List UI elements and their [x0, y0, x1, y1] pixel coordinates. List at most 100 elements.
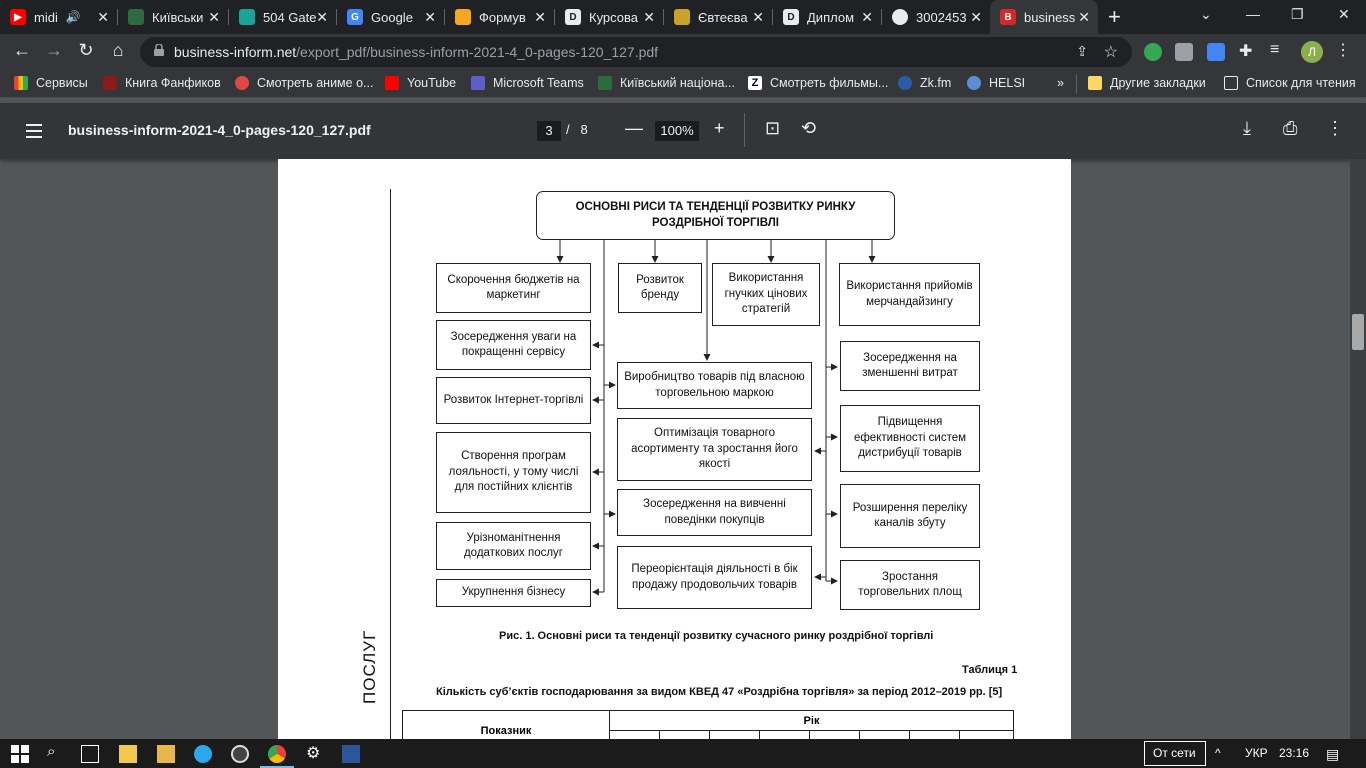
adblock-extension-icon[interactable]: [1144, 43, 1162, 61]
tab-8[interactable]: 3002453 ✕: [882, 0, 990, 34]
windows-start-icon[interactable]: [11, 745, 29, 763]
tab-label: midi: [34, 9, 58, 25]
download-icon[interactable]: ⤓: [1243, 118, 1251, 138]
google-translate-icon: G: [347, 9, 363, 25]
tab-label: Київськи: [152, 9, 204, 25]
share-icon[interactable]: ⇪: [1076, 43, 1088, 59]
tab-3[interactable]: G Google ✕: [337, 0, 444, 34]
back-button[interactable]: ←: [13, 40, 31, 60]
chrome-icon[interactable]: [268, 745, 286, 763]
scrollbar-thumb[interactable]: [1352, 314, 1364, 350]
tab-search-icon[interactable]: ⌄: [1200, 6, 1212, 22]
tab-2[interactable]: 504 Gate ✕: [229, 0, 336, 34]
pdf-icon: B: [1000, 9, 1016, 25]
tab-5[interactable]: D Курсова ✕: [555, 0, 663, 34]
search-icon[interactable]: ⌕: [47, 743, 56, 760]
close-icon[interactable]: ✕: [534, 9, 546, 25]
tab-1[interactable]: Київськи ✕: [118, 0, 228, 34]
file-explorer-icon[interactable]: [157, 745, 175, 763]
task-view-icon[interactable]: [81, 745, 99, 763]
settings-gear-icon[interactable]: ⚙: [306, 745, 321, 762]
youtube-icon: [385, 76, 399, 90]
bookmark-fanfics[interactable]: Книга Фанфиков: [103, 76, 221, 90]
tab-6[interactable]: Євтеєва ✕: [664, 0, 772, 34]
extension-icon[interactable]: [1175, 43, 1193, 61]
new-tab-button[interactable]: +: [1108, 4, 1121, 29]
bookmarks-overflow-button[interactable]: »: [1057, 76, 1064, 90]
close-icon[interactable]: ✕: [752, 9, 764, 25]
tab-7[interactable]: D Диплом ✕: [773, 0, 881, 34]
minimize-button[interactable]: —: [1246, 6, 1260, 22]
table-header-year: Рік: [609, 710, 1014, 731]
puzzle-extensions-icon[interactable]: ✚: [1239, 43, 1253, 60]
page-separator: /: [566, 122, 570, 137]
zoom-input[interactable]: 100%: [655, 121, 699, 141]
pdf-toolbar: business-inform-2021-4_0-pages-120_127.p…: [0, 103, 1366, 159]
notifications-icon[interactable]: ▤: [1326, 746, 1340, 762]
more-options-icon[interactable]: ⋮: [1326, 118, 1344, 138]
bookmark-teams[interactable]: Microsoft Teams: [471, 76, 584, 90]
forward-button[interactable]: →: [45, 40, 63, 60]
more-menu-icon[interactable]: ⋮: [1335, 42, 1351, 59]
menu-icon[interactable]: [26, 124, 42, 138]
language-indicator[interactable]: УКР: [1245, 746, 1268, 760]
profile-avatar[interactable]: Л: [1301, 41, 1323, 63]
close-icon[interactable]: ✕: [970, 9, 982, 25]
close-icon[interactable]: ✕: [316, 9, 328, 25]
page-number-input[interactable]: 3: [537, 121, 561, 141]
home-button[interactable]: ⌂: [112, 40, 124, 60]
obs-icon[interactable]: [231, 745, 249, 763]
tab-0[interactable]: ▶ midi 🔊 ✕: [0, 0, 117, 34]
diagram-node: Розвиток бренду: [618, 263, 702, 313]
tab-strip: ▶ midi 🔊 ✕ Київськи ✕ 504 Gate ✕ G Googl…: [0, 0, 1366, 34]
word-icon[interactable]: [342, 745, 360, 763]
zoom-in-button[interactable]: +: [714, 118, 725, 138]
rotate-icon[interactable]: ⟲: [801, 118, 817, 138]
close-icon[interactable]: ✕: [424, 9, 436, 25]
clock[interactable]: 23:16: [1279, 746, 1310, 760]
speaker-icon[interactable]: 🔊: [65, 10, 81, 24]
reading-list-button[interactable]: Список для чтения: [1224, 76, 1356, 90]
bookmark-youtube[interactable]: YouTube: [385, 76, 456, 90]
zoom-out-button[interactable]: —: [625, 118, 643, 138]
address-bar[interactable]: business-inform.net/export_pdf/business-…: [140, 37, 1132, 67]
bookmark-anime[interactable]: Смотреть аниме о...: [235, 76, 373, 90]
close-icon[interactable]: ✕: [208, 9, 220, 25]
diagram-node: Підвищення ефективності систем дистрибуц…: [840, 405, 980, 472]
close-icon[interactable]: ✕: [1078, 9, 1090, 25]
diagram-node: Використання гнучких цінових стратегій: [712, 263, 820, 326]
shield-icon: [674, 9, 690, 25]
diagram-node: Оптимізація товарного асортименту та зро…: [617, 418, 812, 481]
windows-taskbar: ⌕ ⚙ От сети ^ УКР 23:16 ▤: [0, 739, 1366, 768]
close-window-button[interactable]: ✕: [1338, 6, 1350, 22]
maximize-button[interactable]: ❐: [1291, 6, 1304, 22]
bookmark-helsi[interactable]: HELSI: [967, 76, 1025, 90]
close-icon[interactable]: ✕: [97, 9, 109, 25]
anime-icon: [235, 76, 249, 90]
translate-extension-icon[interactable]: [1207, 43, 1225, 61]
table-header-indicator: Показник: [402, 710, 610, 739]
bookmark-services[interactable]: Сервисы: [14, 76, 88, 90]
page-scrollbar[interactable]: [1350, 159, 1366, 739]
diagram-node: Переорієнтація діяльності в бік продажу …: [617, 546, 812, 609]
other-bookmarks-folder[interactable]: Другие закладки: [1088, 76, 1206, 90]
fit-page-icon[interactable]: ⊡: [765, 118, 781, 138]
chevron-up-icon[interactable]: ^: [1215, 746, 1221, 760]
bookmark-zkfm[interactable]: Zk.fm: [898, 76, 951, 90]
reading-mode-icon[interactable]: ≡: [1270, 41, 1280, 58]
print-icon[interactable]: ⎙: [1283, 118, 1298, 138]
bookmark-kyiv-university[interactable]: Київський націона...: [598, 76, 735, 90]
tab-9-active[interactable]: B business ✕: [990, 0, 1098, 34]
reload-button[interactable]: ↻: [78, 40, 94, 60]
close-icon[interactable]: ✕: [861, 9, 873, 25]
tab-4[interactable]: Формув ✕: [445, 0, 554, 34]
close-icon[interactable]: ✕: [643, 9, 655, 25]
store-icon[interactable]: [119, 745, 137, 763]
bookmark-star-icon[interactable]: ☆: [1103, 44, 1118, 61]
network-status[interactable]: От сети: [1153, 746, 1196, 760]
document-icon: [455, 9, 471, 25]
telegram-icon[interactable]: [194, 745, 212, 763]
d-letter-icon: D: [565, 9, 581, 25]
bookmark-label: Київський націона...: [620, 76, 735, 90]
